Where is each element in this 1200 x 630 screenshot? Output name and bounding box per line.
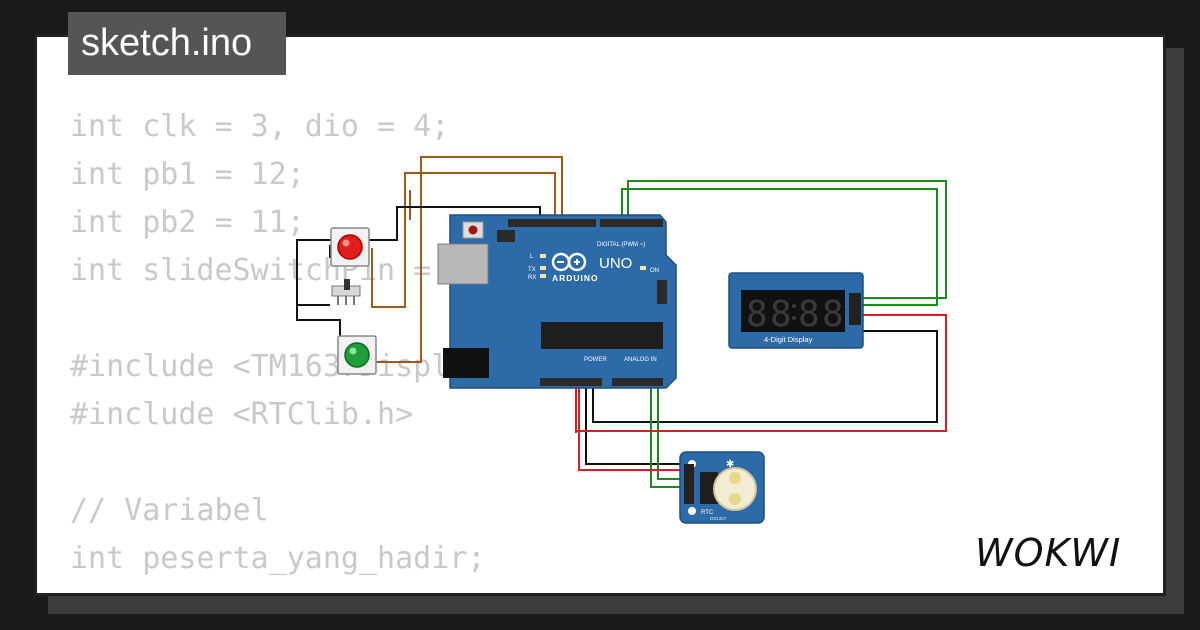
display-label: 4-Digit Display — [764, 335, 813, 344]
battery-contact — [729, 493, 741, 505]
tm1637-display-module[interactable]: 8 8 8 8 4-Digit Display — [728, 272, 864, 349]
led-tx-label: TX — [528, 267, 536, 273]
svg-text:8: 8 — [770, 294, 792, 335]
colon-dot — [792, 304, 796, 308]
pushbutton-green[interactable] — [337, 335, 377, 375]
mount-hole — [688, 507, 696, 515]
header-analog — [612, 378, 663, 386]
code-line: int peserta_yang_hadir; — [70, 541, 486, 576]
led-l — [540, 254, 546, 258]
rtc-label: RTC — [701, 510, 714, 516]
svg-text:8: 8 — [746, 294, 768, 335]
colon-dot — [792, 316, 796, 320]
logo-text: WOKWI — [975, 531, 1121, 574]
arduino-uno-board[interactable]: UNO ARDUINO DIGITAL (PWM ~) L TX RX ON P… — [437, 214, 677, 389]
wire-green — [621, 180, 947, 488]
wire-red — [575, 314, 947, 471]
code-line: int pb2 = 11; — [70, 205, 305, 240]
atmega-chip — [541, 322, 663, 349]
file-tab[interactable]: sketch.ino — [68, 12, 286, 75]
battery-contact — [729, 472, 741, 484]
led-rx — [540, 274, 546, 278]
code-line: int clk = 3, dio = 4; — [70, 109, 450, 144]
led-rx-label: RX — [528, 275, 536, 281]
display-pin-header — [849, 293, 861, 325]
code-preview: int clk = 3, dio = 4; int pb1 = 12; int pb… — [70, 103, 540, 593]
header-digital-low — [600, 219, 663, 227]
svg-text:8: 8 — [822, 294, 844, 335]
rtc-ds1307-module[interactable]: ✱ RTC DS1307 — [679, 451, 765, 524]
header-power — [540, 378, 602, 386]
board-brand-label: ARDUINO — [552, 273, 599, 283]
svg-text:8: 8 — [798, 294, 820, 335]
rtc-pin-header — [684, 464, 694, 504]
icsp-header-2 — [657, 280, 667, 304]
rtc-chip — [700, 472, 718, 504]
led-on-label: ON — [650, 268, 659, 274]
rtc-chip-label: DS1307 — [710, 516, 727, 521]
board-model-label: UNO — [599, 255, 632, 272]
code-line: int batas_peserta; — [70, 583, 540, 593]
code-line: // Variabel — [70, 493, 269, 528]
led-l-label: L — [530, 254, 534, 260]
header-digital-high — [508, 219, 596, 227]
icsp-header — [497, 230, 515, 242]
code-line: int pb1 = 12; — [70, 157, 305, 192]
usb-port — [437, 243, 489, 285]
code-line: #include <RTClib.h> — [70, 397, 414, 432]
arduino-logo — [551, 252, 587, 272]
analog-header-label: ANALOG IN — [624, 357, 657, 363]
star-icon: ✱ — [726, 459, 734, 470]
digital-header-label: DIGITAL (PWM ~) — [597, 242, 645, 248]
wokwi-logo[interactable]: WOKWI — [975, 530, 1150, 574]
led-tx — [540, 266, 546, 270]
pushbutton-red[interactable] — [330, 227, 370, 267]
coin-cell-battery — [713, 467, 757, 511]
seven-segment-display — [741, 290, 845, 332]
led-on — [640, 266, 646, 270]
power-jack — [443, 348, 489, 378]
wire-brown — [371, 156, 563, 363]
power-header-label: POWER — [584, 357, 607, 363]
segment-digits: 8 8 8 8 — [746, 294, 844, 335]
reset-button-cap — [468, 225, 478, 235]
slide-switch[interactable] — [331, 279, 361, 305]
